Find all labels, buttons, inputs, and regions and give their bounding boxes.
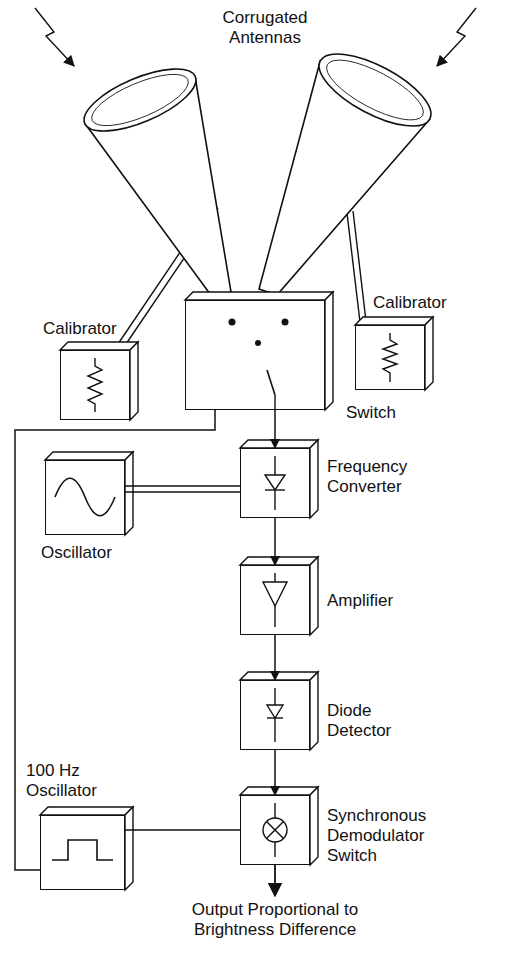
output-label: Output Proportional to Brightness Differ…	[165, 900, 385, 940]
diode-symbol	[267, 717, 283, 718]
box-side	[310, 787, 318, 865]
calibrator-box: Calibrator	[355, 325, 425, 390]
switch-contact	[255, 340, 261, 346]
converter-box: Frequency Converter	[240, 448, 310, 518]
signal-wire	[125, 486, 240, 492]
box-top	[240, 557, 318, 565]
amplifier-symbol	[274, 573, 275, 582]
horn-mouth	[76, 56, 204, 143]
amplifier-symbol	[274, 606, 275, 627]
switch-wire	[274, 395, 275, 410]
signal-wire	[274, 410, 276, 448]
component-label: Diode Detector	[327, 701, 407, 741]
diode-symbol	[265, 489, 285, 490]
mixer-symbol	[263, 818, 287, 842]
diode-symbol	[265, 475, 285, 490]
signal-wire	[15, 410, 215, 870]
signal-wire	[125, 829, 240, 831]
mixer-symbol	[274, 842, 275, 857]
horn-mouth	[309, 40, 441, 141]
signal-wire	[274, 635, 276, 680]
box-top	[185, 292, 333, 300]
horn-corrugation	[319, 49, 431, 131]
calibrator-rod	[347, 213, 360, 322]
mixer-symbol	[267, 822, 284, 839]
box-top	[240, 440, 318, 448]
switch-contact	[282, 319, 289, 326]
radiation-bolt	[35, 8, 74, 66]
resistor-symbol	[383, 333, 397, 382]
calibrator-rod	[353, 211, 366, 321]
box-top	[240, 672, 318, 680]
box-faces	[40, 292, 433, 890]
signal-wire	[274, 750, 276, 795]
output-arrow	[274, 865, 276, 896]
mixer-symbol	[267, 822, 284, 839]
box-top	[45, 452, 133, 460]
box-side	[130, 342, 138, 420]
box-top	[40, 807, 133, 815]
box-side	[125, 452, 133, 535]
mixer-symbol	[274, 803, 275, 818]
oscillator-box: 100 Hz Oscillator	[40, 815, 125, 890]
box-top	[355, 317, 433, 325]
radiation-bolt	[437, 8, 476, 66]
switch-blade	[267, 370, 275, 395]
antenna-label: Corrugated Antennas	[210, 8, 320, 48]
switch-box: Switch	[185, 300, 325, 410]
component-label: Synchronous Demodulator Switch	[327, 806, 445, 866]
square-wave-symbol	[52, 840, 113, 860]
component-label: 100 Hz Oscillator	[26, 761, 121, 801]
calibrator-box: Calibrator	[60, 350, 130, 420]
switch-contact	[229, 319, 236, 326]
box-side	[325, 292, 333, 410]
box-side	[310, 672, 318, 750]
demodulator-box: Synchronous Demodulator Switch	[240, 795, 310, 865]
box-top	[240, 787, 318, 795]
amplifier-box: Amplifier	[240, 565, 310, 635]
box-top	[60, 342, 138, 350]
amplifier-symbol	[263, 582, 287, 606]
box-side	[125, 807, 133, 890]
box-side	[310, 557, 318, 635]
box-side	[425, 317, 433, 390]
component-label: Calibrator	[43, 319, 117, 339]
sine-symbol	[55, 478, 115, 516]
component-label: Frequency Converter	[327, 457, 427, 497]
component-label: Amplifier	[327, 591, 393, 611]
horn-corrugation	[85, 64, 194, 136]
resistor-symbol	[88, 358, 102, 412]
component-label: Oscillator	[41, 543, 112, 563]
box-side	[310, 440, 318, 518]
diode-symbol	[267, 705, 283, 718]
component-label: Switch	[346, 403, 396, 423]
signal-wire	[274, 518, 276, 565]
component-label: Calibrator	[373, 293, 447, 313]
detector-box: Diode Detector	[240, 680, 310, 750]
oscillator-box: Oscillator	[45, 460, 125, 535]
